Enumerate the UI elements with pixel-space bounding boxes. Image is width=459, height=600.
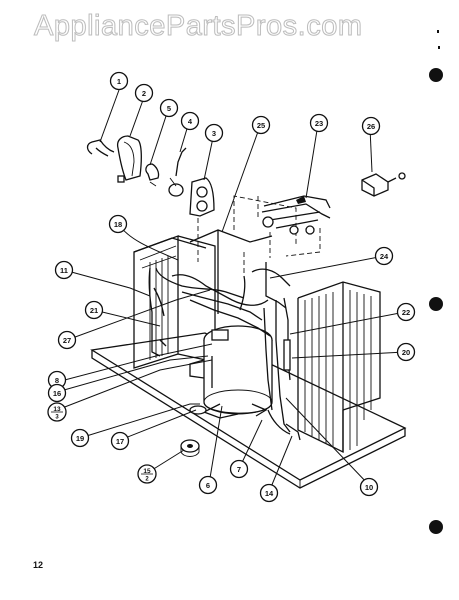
svg-text:21: 21 — [90, 306, 98, 315]
svg-text:19: 19 — [76, 434, 84, 443]
callout-4: 4 — [180, 111, 200, 131]
callout-25: 25 — [251, 115, 271, 135]
callout-14: 14 — [259, 483, 279, 503]
callout-20: 20 — [396, 342, 416, 362]
binder-hole-top — [429, 68, 443, 82]
callout-5: 5 — [159, 98, 179, 118]
callout-23: 23 — [309, 113, 329, 133]
evaporator-coil — [133, 235, 216, 369]
svg-text:26: 26 — [367, 122, 375, 131]
condenser-coil — [297, 281, 381, 454]
callout-24: 24 — [374, 246, 394, 266]
svg-text:25: 25 — [257, 121, 265, 130]
callout-3: 3 — [204, 123, 224, 143]
svg-text:1: 1 — [117, 77, 121, 86]
page-number: 12 — [33, 560, 44, 570]
callout-19: 19 — [70, 428, 90, 448]
callout-26: 26 — [361, 116, 381, 136]
svg-text:4: 4 — [188, 117, 193, 126]
callout-18: 18 — [108, 214, 128, 234]
callout-2: 2 — [134, 83, 154, 103]
callout-15: 152 — [137, 464, 157, 484]
binder-hole-middle — [429, 297, 443, 311]
svg-text:16: 16 — [53, 389, 61, 398]
callout-1: 1 — [109, 71, 129, 91]
svg-text:23: 23 — [315, 119, 323, 128]
refrigerant-tubing — [148, 262, 301, 441]
callout-16: 16 — [47, 383, 67, 403]
svg-text:17: 17 — [116, 437, 124, 446]
callout-27: 27 — [57, 330, 77, 350]
exploded-small-parts — [86, 135, 406, 457]
binder-hole-bottom — [429, 520, 443, 534]
callout-10: 10 — [359, 477, 379, 497]
callout-13: 133 — [47, 402, 67, 422]
svg-text:22: 22 — [402, 308, 410, 317]
svg-text:15: 15 — [143, 468, 151, 475]
compressor — [189, 325, 273, 419]
callout-11: 11 — [54, 260, 74, 280]
svg-text:6: 6 — [206, 481, 210, 490]
svg-text:27: 27 — [63, 336, 71, 345]
svg-text:20: 20 — [402, 348, 410, 357]
svg-text:7: 7 — [237, 465, 241, 474]
svg-text:24: 24 — [380, 252, 389, 261]
callout-17: 17 — [110, 431, 130, 451]
svg-text:11: 11 — [60, 266, 68, 275]
svg-text:14: 14 — [265, 489, 274, 498]
callout-6: 6 — [198, 475, 218, 495]
base-pan — [90, 332, 407, 489]
svg-text:5: 5 — [167, 104, 171, 113]
svg-text:13: 13 — [53, 406, 61, 413]
svg-text:2: 2 — [145, 477, 149, 483]
svg-text:3: 3 — [212, 129, 216, 138]
watermark: AppliancePartsPros.com — [34, 10, 363, 43]
callout-21: 21 — [84, 300, 104, 320]
svg-text:2: 2 — [142, 89, 146, 98]
callout-22: 22 — [396, 302, 416, 322]
svg-text:18: 18 — [114, 220, 122, 229]
svg-text:8: 8 — [55, 376, 59, 385]
svg-text:10: 10 — [365, 483, 373, 492]
callout-7: 7 — [229, 459, 249, 479]
svg-text:3: 3 — [55, 415, 59, 421]
